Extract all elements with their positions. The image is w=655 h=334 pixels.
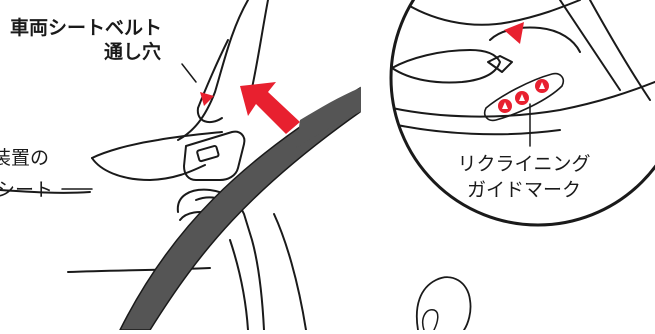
- sleeve-line: [67, 267, 211, 273]
- zoom-base-lower: [391, 123, 561, 136]
- belt-path-label-line1: 車両シートベルト: [10, 16, 162, 39]
- buckle-slot: [196, 144, 220, 163]
- recline-label-line2: ガイドマーク: [467, 179, 581, 201]
- guide-mark-glyph: [539, 82, 545, 89]
- seat-belt-upper: [296, 88, 360, 148]
- guide-mark-glyph: [519, 94, 525, 101]
- arm-right-line: [273, 213, 307, 331]
- zoom-detail: リクライニング ガイドマーク: [389, 0, 655, 227]
- seat-cushion-lower: [91, 157, 206, 181]
- zoom-circle-border: [389, 0, 655, 227]
- seat-shell-outline: [177, 0, 249, 141]
- guide-mark-plate: [483, 72, 565, 122]
- seat-cushion-top: [91, 131, 223, 159]
- zoom-red-marker-icon: [504, 22, 524, 44]
- seat-edge-line: [0, 189, 91, 194]
- zoom-lever-notch: [487, 55, 513, 73]
- hole-marker-icon: [200, 92, 214, 106]
- device-label-line2: シート: [0, 179, 53, 201]
- zoom-shell-diagonal-2: [589, 0, 651, 101]
- belt-path-leader: [181, 63, 197, 83]
- guide-mark-badges: [498, 79, 549, 113]
- seat-shell-inner: [251, 0, 269, 89]
- zoom-shell-upper: [489, 26, 581, 53]
- recline-label-line1: リクライニング: [457, 153, 590, 175]
- guide-mark-glyph: [502, 102, 508, 109]
- zoom-shell-top: [399, 0, 581, 26]
- push-arrow-icon: [240, 82, 300, 134]
- buckle-plate: [183, 130, 246, 181]
- zoom-lever: [391, 49, 501, 84]
- child-ear-outline: [422, 309, 439, 331]
- seat-shell-side: [196, 39, 229, 124]
- belt-path-label-line2: 通し穴: [104, 40, 161, 63]
- child-head-outline: [415, 276, 472, 331]
- hand-wrist: [229, 239, 249, 331]
- zoom-shell-diagonal-1: [559, 0, 621, 91]
- device-label-line1: 装置の: [0, 147, 49, 169]
- zoom-base-curve: [391, 79, 655, 118]
